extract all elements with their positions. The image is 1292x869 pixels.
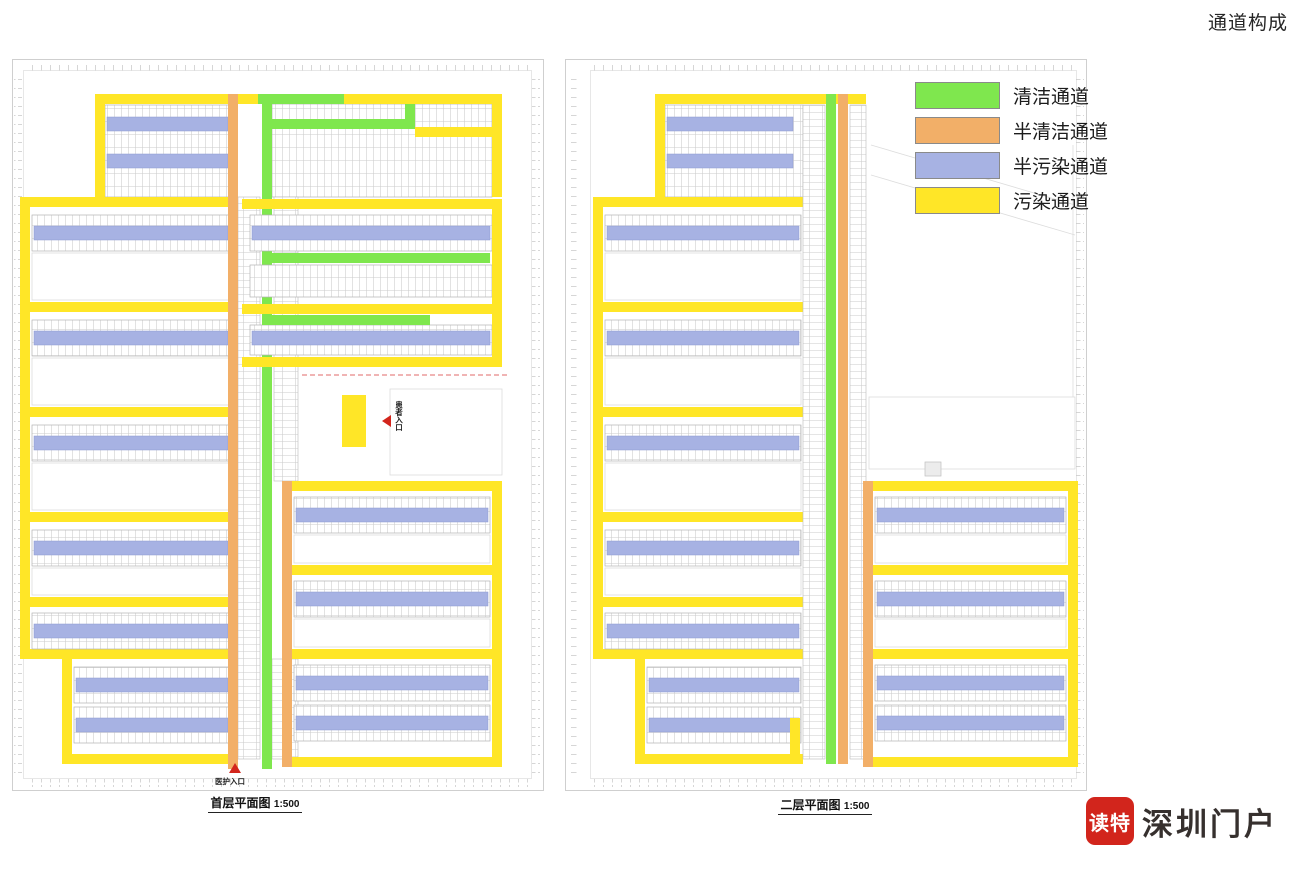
staff-entrance-arrow-icon: [229, 763, 241, 773]
legend-label-semi-contaminated: 半污染通道: [1013, 157, 1109, 178]
first-floor-caption: 首层平面图 1:500: [180, 794, 330, 813]
entrance-plaza: 患者入口: [302, 374, 510, 476]
legend-item-clean: 清洁通道: [915, 82, 1108, 109]
legend-item-semi-clean: 半清洁通道: [915, 117, 1108, 144]
left-comb: [20, 197, 232, 659]
legend-label-semi-clean: 半清洁通道: [1013, 122, 1109, 143]
second-floor-caption-text: 二层平面图: [780, 798, 841, 812]
legend-swatch-semi-contaminated: [915, 152, 1000, 179]
top-block: [95, 94, 502, 198]
staff-entrance-label: 医护入口: [215, 776, 245, 786]
bottom-left-comb: [635, 659, 803, 764]
sheet-frame: [12, 59, 544, 791]
legend-swatch-clean: [915, 82, 1000, 109]
logo-wordmark: 深圳门户: [1142, 806, 1278, 842]
second-floor-scale: 1:500: [843, 801, 870, 812]
first-floor-scale: 1:500: [273, 799, 300, 810]
legend-item-semi-contaminated: 半污染通道: [915, 152, 1108, 179]
patient-entrance-label: 患者入口: [394, 400, 403, 433]
first-floor-plan-drawing: 患者入口 医护入口: [12, 59, 544, 791]
bottom-right-comb: [282, 481, 502, 767]
central-spine: [790, 94, 867, 764]
staff-entrance: 医护入口: [215, 763, 245, 786]
sheet-frame: [565, 59, 1087, 791]
first-floor-caption-text: 首层平面图: [210, 796, 271, 810]
right-wings: [242, 199, 502, 367]
bottom-right-comb: [863, 481, 1078, 767]
page-title: 通道构成: [1207, 13, 1288, 34]
site-logo: 读特 深圳门户: [1086, 797, 1278, 845]
top-block: [655, 94, 866, 198]
bottom-left-comb: [62, 659, 232, 764]
second-floor-plan-drawing: [565, 59, 1087, 791]
left-comb: [593, 197, 803, 659]
legend-swatch-contaminated: [915, 187, 1000, 214]
legend: 清洁通道 半清洁通道 半污染通道 污染通道: [915, 82, 1108, 222]
patient-entrance-arrow-icon: [382, 415, 391, 427]
dutenews-badge-icon: 读特: [1086, 797, 1134, 845]
legend-label-clean: 清洁通道: [1013, 87, 1090, 108]
legend-label-contaminated: 污染通道: [1013, 192, 1090, 213]
legend-swatch-semi-clean: [915, 117, 1000, 144]
legend-item-contaminated: 污染通道: [915, 187, 1108, 214]
second-floor-caption: 二层平面图 1:500: [750, 796, 900, 815]
